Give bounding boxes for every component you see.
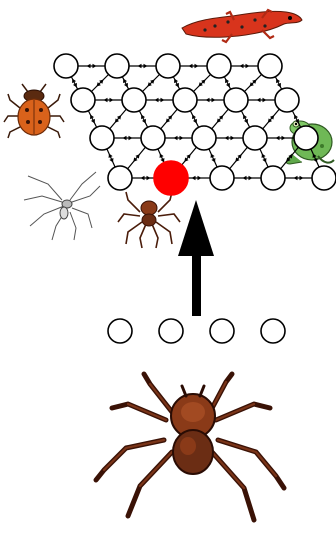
link-arrowhead — [141, 176, 145, 180]
link-arrowhead — [276, 136, 280, 140]
lattice-node[interactable] — [210, 166, 234, 190]
lattice-node[interactable] — [275, 88, 299, 112]
selected-node[interactable] — [154, 161, 188, 195]
link-arrowhead — [294, 176, 298, 180]
link-arrowhead — [195, 64, 199, 68]
link-arrowhead — [138, 64, 142, 68]
link-arrowhead — [129, 136, 133, 140]
link-arrowhead — [212, 98, 216, 102]
link-arrowhead — [206, 98, 210, 102]
link-arrowhead — [174, 136, 178, 140]
lattice-node[interactable] — [71, 88, 95, 112]
lattice-node[interactable] — [173, 88, 197, 112]
answer-slot[interactable] — [159, 319, 183, 343]
link-arrowhead — [87, 64, 91, 68]
answer-slot[interactable] — [210, 319, 234, 343]
link-arrowhead — [198, 176, 202, 180]
link-arrowhead — [147, 176, 151, 180]
link-arrowhead — [300, 176, 304, 180]
link-arrowhead — [240, 64, 244, 68]
lattice-node[interactable] — [312, 166, 336, 190]
lattice-node[interactable] — [207, 54, 231, 78]
small-brown-spider-icon[interactable] — [118, 192, 180, 248]
link-arrowhead — [243, 176, 247, 180]
link-arrowhead — [192, 176, 196, 180]
link-arrowhead — [123, 136, 127, 140]
large-brown-spider-icon[interactable] — [96, 374, 284, 520]
link-arrowhead — [246, 64, 250, 68]
lattice-node[interactable] — [224, 88, 248, 112]
food-web-links — [66, 64, 324, 180]
link-arrowhead — [263, 98, 267, 102]
beetle-icon[interactable] — [4, 84, 64, 138]
link-arrowhead — [155, 98, 159, 102]
link-arrowhead — [144, 64, 148, 68]
answer-slot[interactable] — [261, 319, 285, 343]
link-arrowhead — [189, 64, 193, 68]
lattice-node[interactable] — [243, 126, 267, 150]
link-arrowhead — [161, 98, 165, 102]
link-arrowhead — [225, 136, 229, 140]
newt-icon[interactable] — [182, 10, 302, 42]
lattice-node[interactable] — [122, 88, 146, 112]
long-legged-spider-icon[interactable] — [24, 172, 100, 240]
link-arrowhead — [180, 136, 184, 140]
lattice-node[interactable] — [54, 54, 78, 78]
up-arrow-icon — [178, 200, 214, 316]
lattice-node[interactable] — [90, 126, 114, 150]
answer-slots — [108, 319, 285, 343]
lattice-node[interactable] — [192, 126, 216, 150]
link-arrowhead — [110, 98, 114, 102]
lattice-node[interactable] — [294, 126, 318, 150]
link-arrowhead — [249, 176, 253, 180]
lattice-node[interactable] — [156, 54, 180, 78]
link-arrowhead — [93, 64, 97, 68]
link-arrowhead — [104, 98, 108, 102]
link-arrowhead — [282, 136, 286, 140]
link-arrowhead — [257, 98, 261, 102]
link-arrowhead — [231, 136, 235, 140]
lattice-node[interactable] — [105, 54, 129, 78]
answer-slot[interactable] — [108, 319, 132, 343]
lattice-node[interactable] — [261, 166, 285, 190]
lattice-node[interactable] — [258, 54, 282, 78]
lattice-node[interactable] — [141, 126, 165, 150]
lattice-node[interactable] — [108, 166, 132, 190]
